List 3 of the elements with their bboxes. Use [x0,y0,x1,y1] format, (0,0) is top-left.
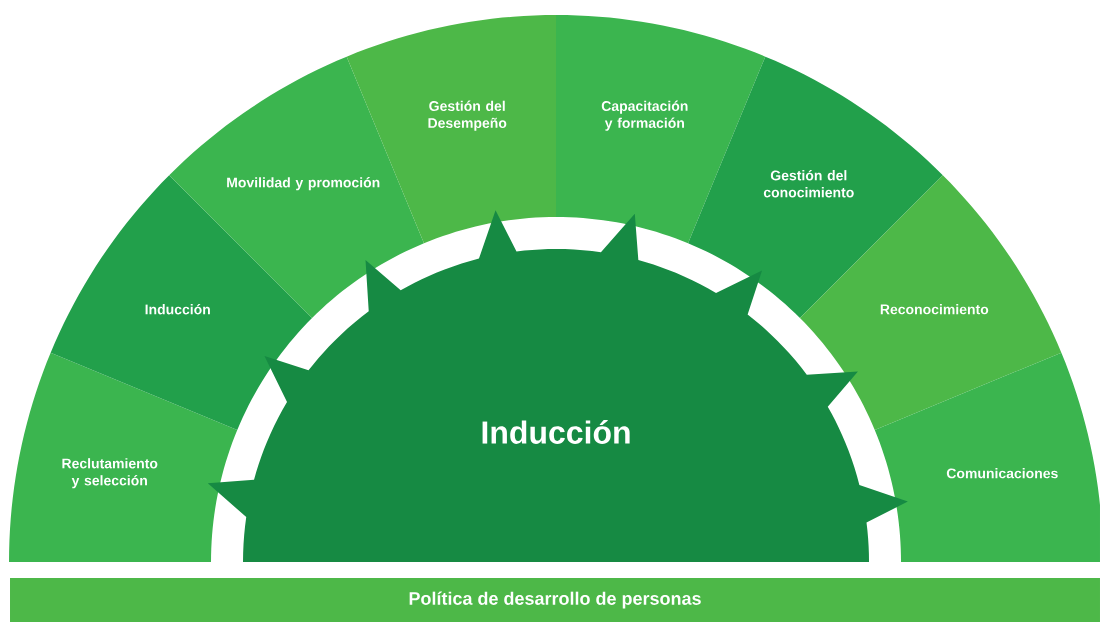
segment: Reclutamiento y selección [9,352,238,562]
segment: Comunicaciones [874,352,1100,562]
base-bar: Política de desarrollo de personas [10,578,1100,622]
